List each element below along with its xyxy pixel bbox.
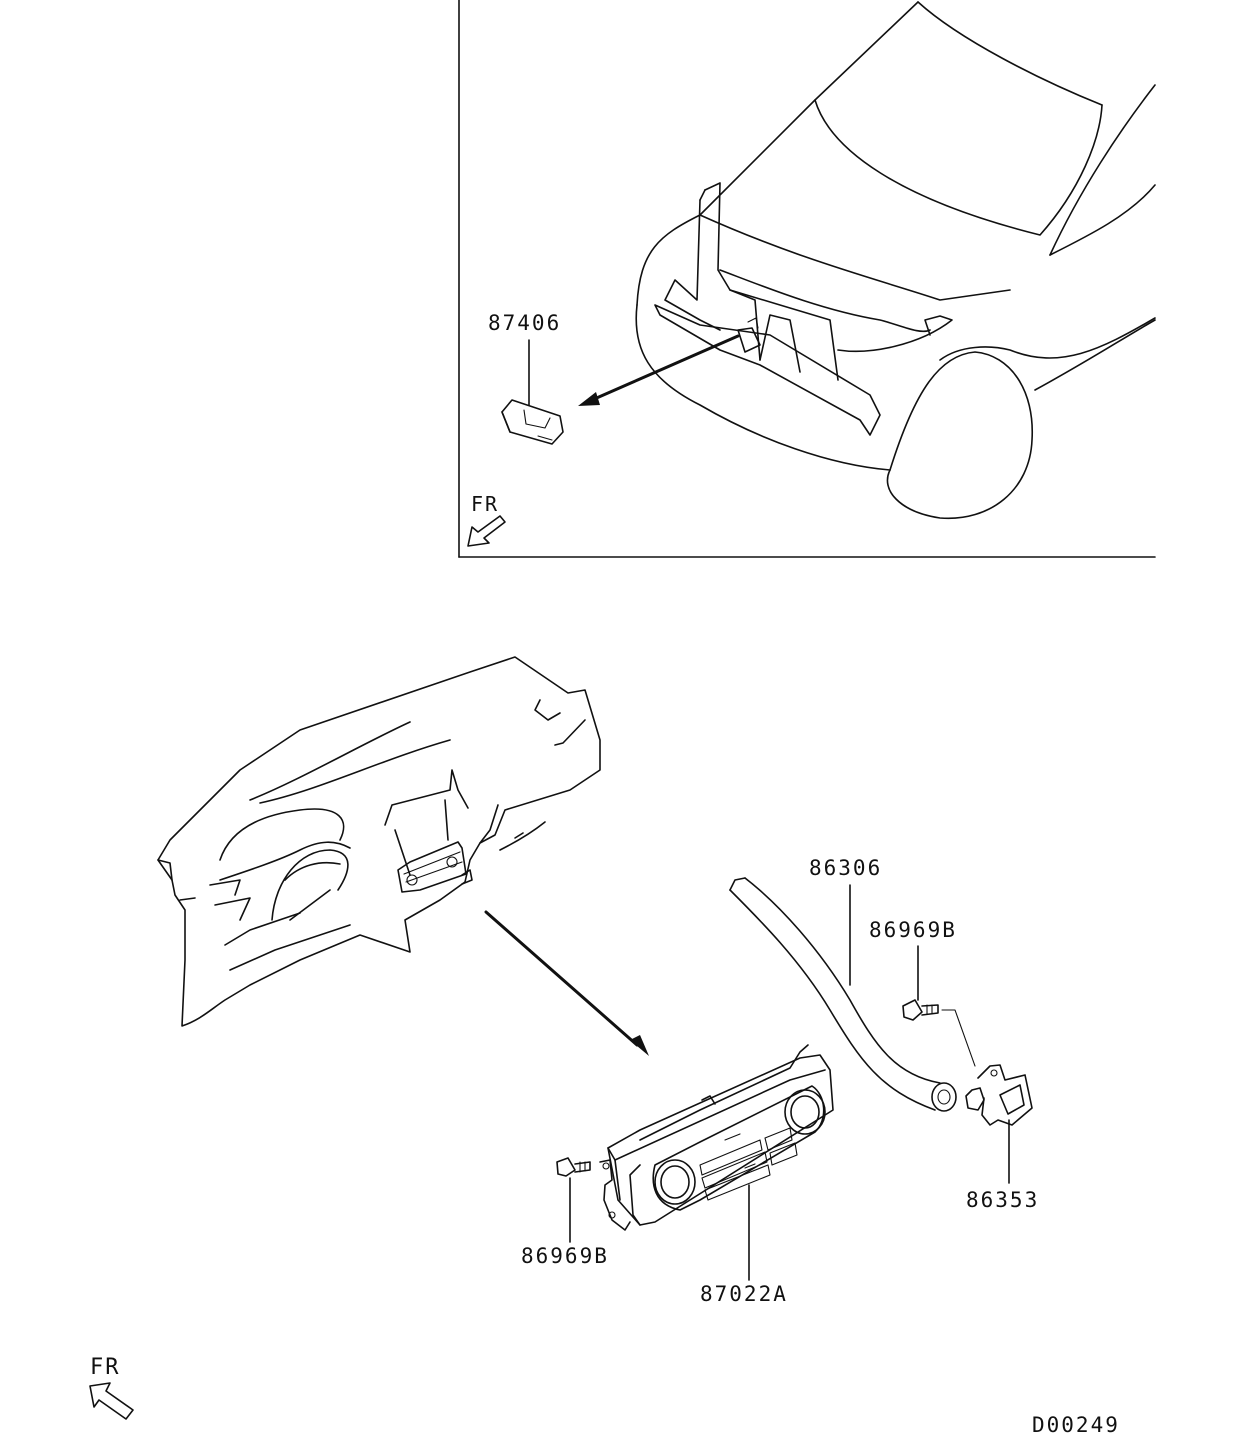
main-fr-label: FR — [90, 1355, 121, 1380]
label-87406: 87406 — [488, 311, 562, 335]
inset-frame — [458, 0, 1156, 558]
diagram-id: D00249 — [1032, 1413, 1120, 1437]
inset-fr-arrow-icon — [467, 515, 506, 547]
screw-left-drawing — [556, 1157, 591, 1177]
label-86969b-left: 86969B — [521, 1244, 609, 1268]
label-86969b-right: 86969B — [869, 918, 957, 942]
inset-fr-label: FR — [471, 492, 500, 516]
label-87022a: 87022A — [700, 1282, 788, 1306]
inset-arrow — [578, 334, 740, 406]
main-arrow — [484, 910, 649, 1056]
control-unit-drawing — [599, 1044, 834, 1231]
label-86306: 86306 — [809, 856, 883, 880]
hose-drawing — [729, 877, 957, 1112]
main-fr-arrow-icon — [89, 1382, 134, 1420]
part-87406-drawing — [501, 399, 564, 445]
dashboard-drawing — [157, 656, 601, 1027]
sensor-drawing — [965, 1064, 1033, 1126]
label-86353: 86353 — [966, 1188, 1040, 1212]
screw-right-drawing — [902, 999, 939, 1021]
screw-right-guide — [941, 1009, 976, 1067]
vehicle-front-drawing — [635, 1, 1156, 520]
